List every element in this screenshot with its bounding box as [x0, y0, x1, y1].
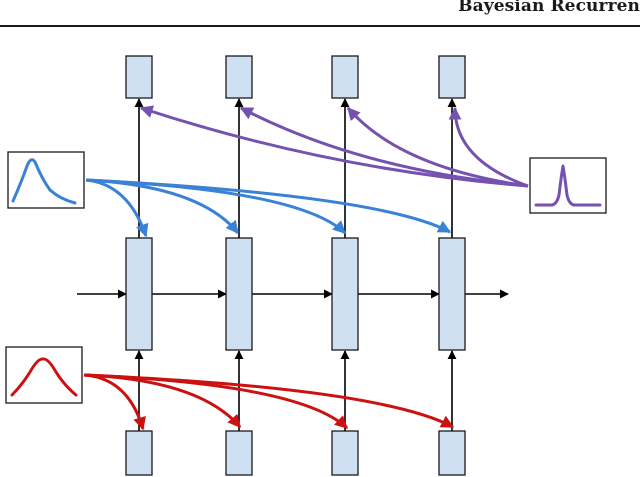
- output-cell: [331, 55, 359, 99]
- hidden-weight-prior-arrows: [85, 178, 452, 238]
- hidden-prior-arrow: [85, 178, 149, 238]
- hidden-cell: [125, 237, 153, 351]
- input-prior-box: [5, 346, 83, 404]
- output-weight-prior-arrows: [139, 105, 529, 188]
- output-cell: [125, 55, 153, 99]
- output-cells: [125, 55, 466, 99]
- output-prior-arrow: [448, 106, 529, 188]
- input-cell: [225, 430, 253, 476]
- hidden-cells: [125, 237, 466, 351]
- input-cell: [125, 430, 153, 476]
- output-prior-box: [529, 157, 607, 214]
- output-cell: [438, 55, 466, 99]
- header-rule: [0, 25, 640, 27]
- input-cells: [125, 430, 466, 476]
- output-prior-arrow: [239, 106, 529, 188]
- input-cell: [331, 430, 359, 476]
- hidden-cell: [331, 237, 359, 351]
- narrow-peaked-distribution-icon: [534, 164, 602, 207]
- hidden-cell: [225, 237, 253, 351]
- page-header-title: Bayesian Recurren: [458, 0, 640, 16]
- input-prior-arrow: [83, 373, 146, 431]
- hidden-prior-arrow: [85, 178, 452, 234]
- hidden-prior-box: [7, 151, 85, 209]
- hidden-cell: [438, 237, 466, 351]
- bell-curve-distribution-icon: [10, 357, 78, 397]
- input-prior-arrow: [83, 373, 455, 429]
- output-cell: [225, 55, 253, 99]
- input-weight-prior-arrows: [83, 373, 455, 431]
- input-cell: [438, 430, 466, 476]
- output-prior-arrow: [346, 107, 529, 188]
- skewed-distribution-icon: [11, 158, 77, 205]
- rnn-connections: [77, 98, 509, 431]
